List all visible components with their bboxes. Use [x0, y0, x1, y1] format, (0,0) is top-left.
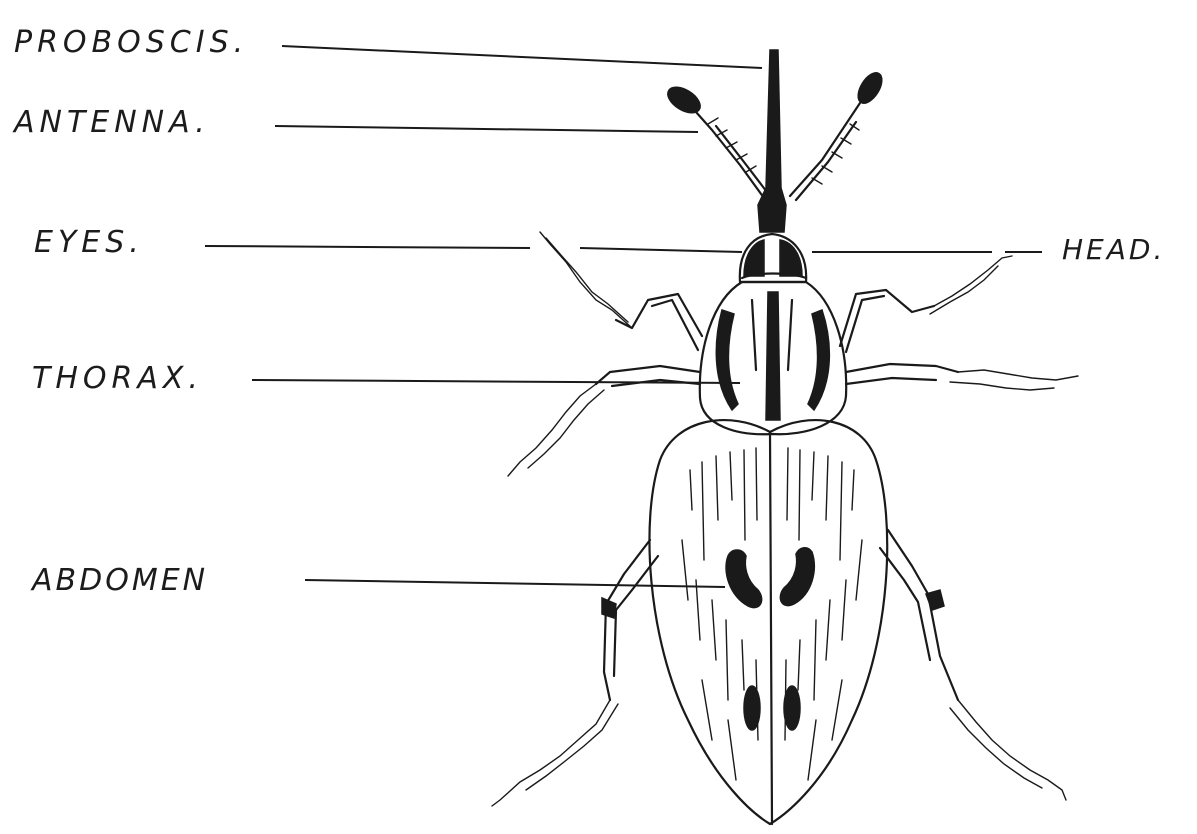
label-eyes: EYES.	[34, 228, 144, 258]
label-thorax: THORAX.	[32, 364, 203, 394]
proboscis-leader	[282, 46, 762, 68]
label-abdomen: ABDOMEN	[32, 566, 208, 596]
abdomen	[649, 420, 887, 824]
eyes-leader-mid	[580, 248, 742, 252]
label-proboscis: PROBOSCIS.	[14, 28, 248, 58]
proboscis	[758, 50, 786, 232]
antenna-leader	[275, 126, 698, 132]
label-antenna: ANTENNA.	[14, 108, 210, 138]
eyes-leader-left	[205, 246, 530, 248]
thorax	[700, 282, 846, 434]
leader-lines	[205, 46, 1042, 587]
head	[740, 234, 806, 282]
label-head: HEAD.	[1062, 236, 1165, 264]
abdomen-leader	[305, 580, 725, 587]
